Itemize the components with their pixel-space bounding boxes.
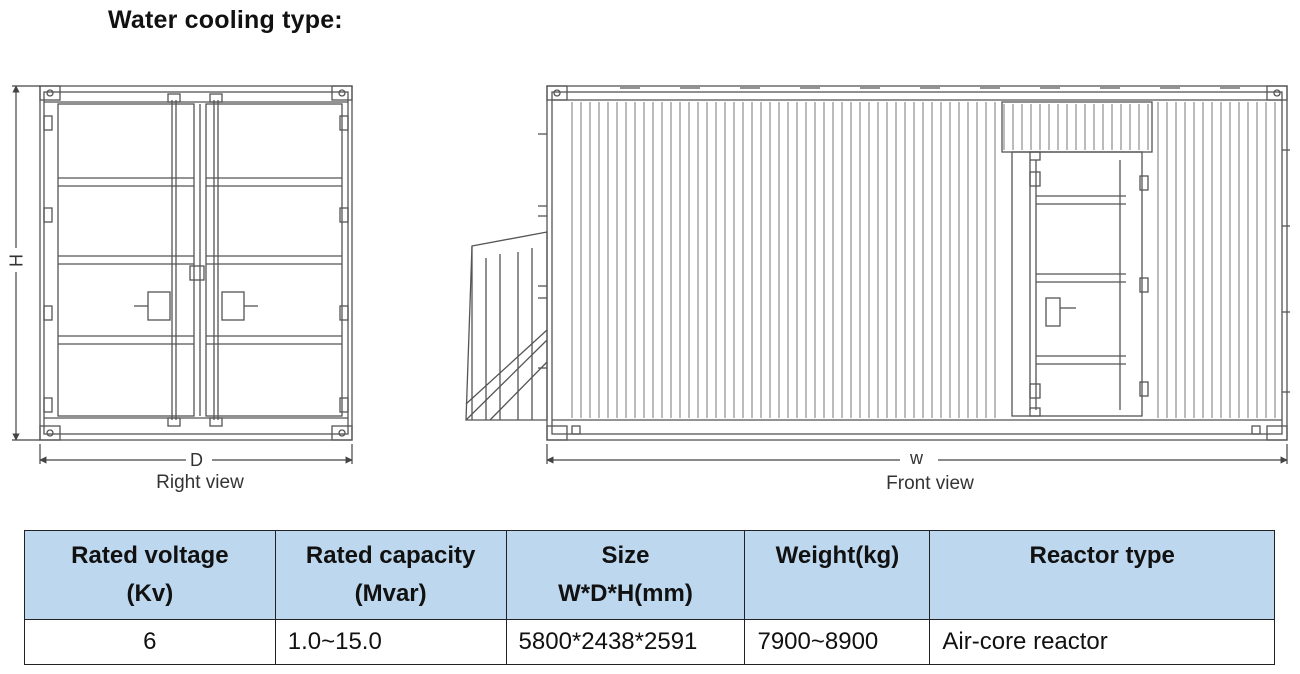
header-line: Size	[601, 542, 650, 569]
front-view-caption: Front view	[886, 473, 974, 494]
depth-dimension-line	[39, 444, 353, 464]
header-line: Reactor type	[1029, 542, 1175, 569]
header-line: Rated voltage	[71, 542, 229, 569]
header-line: Weight(kg)	[775, 542, 900, 569]
right-view-caption: Right view	[156, 472, 244, 493]
cell-rated-voltage: 6	[24, 619, 276, 665]
header-size: Size W*D*H(mm)	[505, 530, 746, 620]
cell-size: 5800*2438*2591	[505, 619, 746, 665]
header-line: Rated capacity	[305, 542, 476, 569]
corrugation-ribs	[571, 102, 1276, 418]
front-view-drawing	[465, 85, 1290, 441]
header-weight: Weight(kg)	[744, 530, 931, 620]
header-line: (Kv)	[126, 580, 174, 607]
page-title: Water cooling type:	[108, 6, 343, 34]
header-rated-capacity: Rated capacity (Mvar)	[274, 530, 507, 620]
table-row: 6 1.0~15.0 5800*2438*2591 7900~8900 Air-…	[24, 619, 1275, 665]
cell-reactor-type: Air-core reactor	[929, 619, 1275, 665]
right-view-drawing	[39, 85, 353, 441]
height-label: H	[6, 254, 27, 267]
depth-label: D	[190, 450, 203, 470]
header-line: W*D*H(mm)	[558, 580, 693, 607]
header-line: (Mvar)	[354, 580, 427, 607]
header-reactor-type: Reactor type	[929, 530, 1275, 620]
specification-table: Rated voltage (Kv) Rated capacity (Mvar)…	[24, 530, 1275, 665]
header-rated-voltage: Rated voltage (Kv)	[24, 530, 276, 620]
width-label: w	[910, 448, 923, 468]
cell-weight: 7900~8900	[744, 619, 931, 665]
container-drawings	[12, 85, 1290, 464]
table-header-row: Rated voltage (Kv) Rated capacity (Mvar)…	[24, 530, 1275, 620]
cell-rated-capacity: 1.0~15.0	[274, 619, 507, 665]
height-dimension-line	[12, 85, 40, 441]
width-dimension-line	[546, 444, 1288, 464]
